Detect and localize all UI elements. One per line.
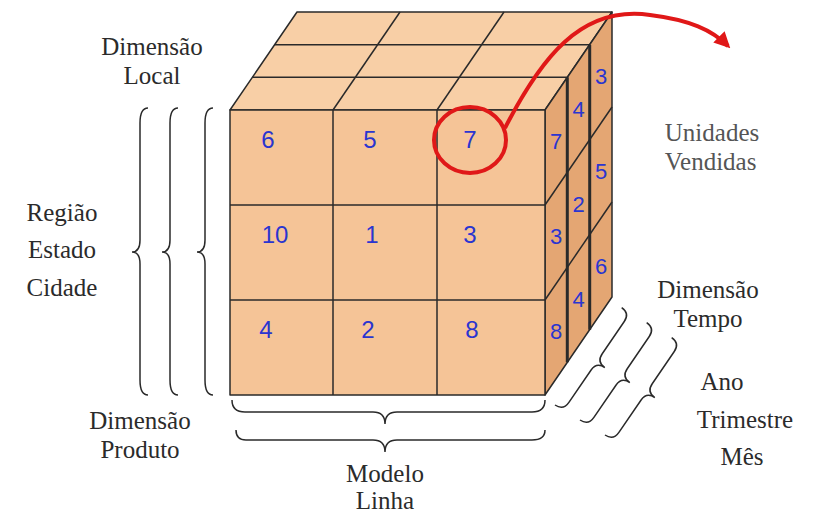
cell-value: 2 [361,316,374,344]
cell-value: 5 [363,126,376,154]
callout-arrow [505,14,728,128]
cube-front [230,110,545,395]
level-label: Mês [720,443,763,472]
hierarchy-braces [132,108,688,452]
cell-value: 4 [259,316,272,344]
dimension-label: Dimensão Produto [89,407,190,465]
cell-value: 4 [572,287,584,312]
highlight-circle [434,107,506,173]
level-label: Região [27,199,98,228]
measure-label: Unidades Vendidas [665,119,759,177]
cell-value: 7 [463,126,476,154]
cell-value: 10 [262,221,289,249]
cell-value: 5 [595,159,607,184]
cell-value: 3 [595,64,607,89]
cell-value: 7 [550,129,562,154]
cell-value: 1 [365,221,378,249]
cube-side [545,12,612,395]
level-label: Ano [700,368,743,397]
cell-value: 2 [572,192,584,217]
dimension-label: Dimensão Tempo [657,276,758,334]
cell-value: 3 [463,221,476,249]
level-label: Estado [28,236,96,265]
level-label: Linha [356,487,414,516]
level-label: Cidade [27,274,98,303]
cell-value: 3 [550,224,562,249]
level-label: Trimestre [697,406,793,435]
level-label: Modelo [346,460,424,489]
cell-value: 8 [550,319,562,344]
cell-value: 8 [465,316,478,344]
cell-value: 6 [595,254,607,279]
dimension-label: Dimensão Local [101,33,202,91]
cell-value: 4 [572,97,584,122]
cell-value: 6 [261,126,274,154]
